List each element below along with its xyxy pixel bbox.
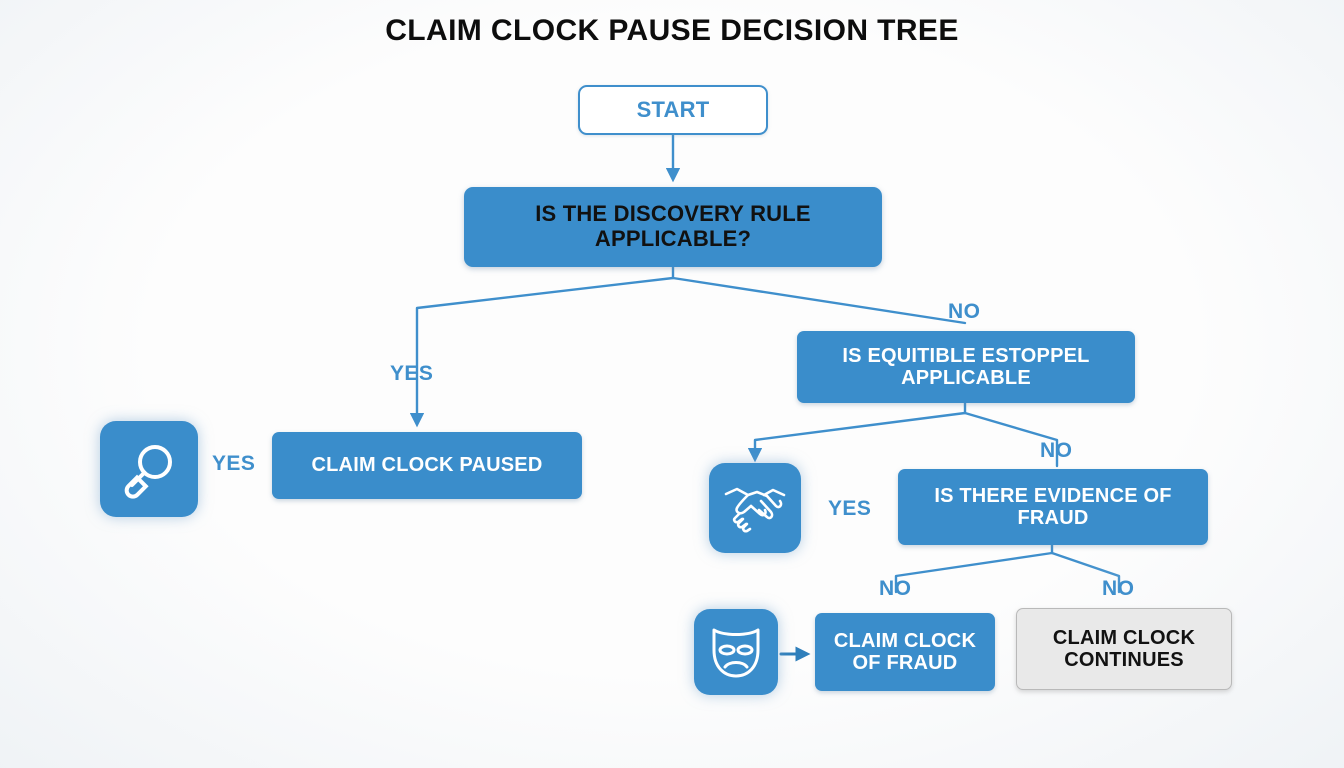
node-equitable-estoppel[interactable]: IS EQUITIBLE ESTOPPEL APPLICABLE [797, 331, 1135, 403]
handshake-icon-tile[interactable] [709, 463, 801, 553]
edge-label-estoppel-no: NO [1040, 439, 1073, 462]
magnifier-icon [118, 438, 180, 500]
mask-icon [708, 622, 764, 682]
node-claim-clock-paused[interactable]: CLAIM CLOCK PAUSED [272, 432, 582, 499]
edge-label-fraud-no-right: NO [1102, 577, 1135, 600]
edge-label-fraud-no-left: NO [879, 577, 912, 600]
node-evidence-of-fraud[interactable]: IS THERE EVIDENCE OF FRAUD [898, 469, 1208, 545]
node-claim-clock-of-fraud[interactable]: CLAIM CLOCK OF FRAUD [815, 613, 995, 691]
node-claim-clock-continues[interactable]: CLAIM CLOCK CONTINUES [1016, 608, 1232, 690]
edge-label-estoppel-yes: YES [828, 497, 872, 520]
node-discovery-rule[interactable]: IS THE DISCOVERY RULE APPLICABLE? [464, 187, 882, 267]
node-start[interactable]: START [578, 85, 768, 135]
page-title: CLAIM CLOCK PAUSE DECISION TREE [385, 14, 959, 47]
handshake-icon [723, 481, 787, 535]
edge-label-paused-yes: YES [212, 452, 256, 475]
magnifier-icon-tile[interactable] [100, 421, 198, 517]
mask-icon-tile[interactable] [694, 609, 778, 695]
edge-label-discovery-yes: YES [390, 362, 434, 385]
edge-label-discovery-no: NO [948, 300, 981, 323]
